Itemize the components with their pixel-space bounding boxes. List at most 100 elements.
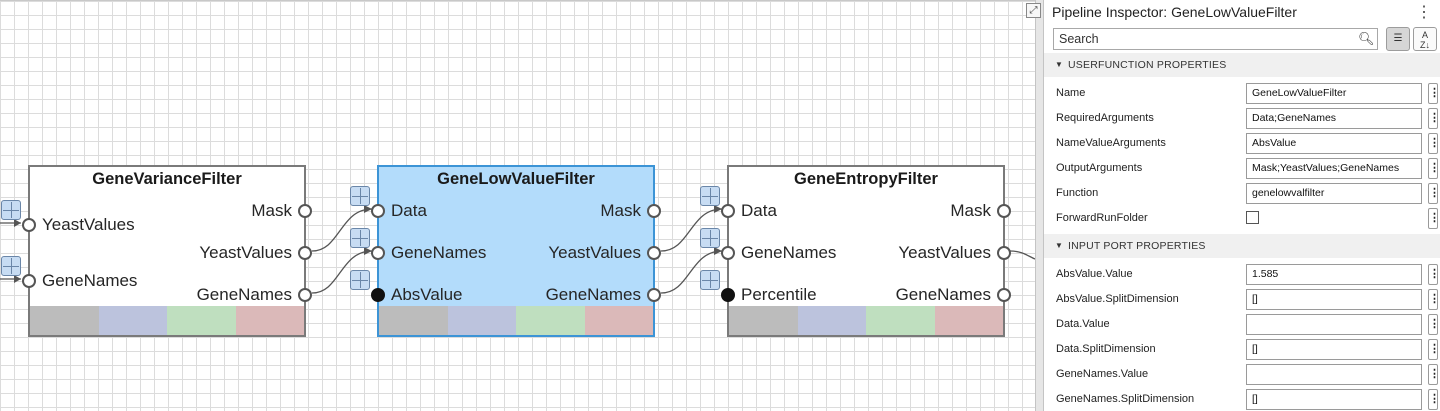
- property-options-icon[interactable]: ⋮: [1428, 364, 1440, 385]
- property-options-icon[interactable]: ⋮: [1428, 314, 1440, 335]
- output-port-genenames[interactable]: [997, 288, 1011, 302]
- property-value-field[interactable]: AbsValue: [1246, 133, 1422, 154]
- output-port-mask[interactable]: [298, 204, 312, 218]
- section-label: USERFUNCTION PROPERTIES: [1068, 59, 1227, 71]
- property-options-icon[interactable]: ⋮: [1428, 289, 1440, 310]
- pipeline-canvas[interactable]: GeneVarianceFilter YeastValues GeneNames…: [0, 0, 1035, 411]
- output-port-yeastvalues[interactable]: [298, 246, 312, 260]
- panel-splitter[interactable]: [1035, 0, 1044, 411]
- color-segment: [447, 306, 516, 335]
- property-value-field[interactable]: []: [1246, 339, 1422, 360]
- output-port-mask[interactable]: [997, 204, 1011, 218]
- property-value-field[interactable]: []: [1246, 389, 1422, 410]
- node-title: GeneVarianceFilter: [92, 170, 242, 188]
- property-options-icon[interactable]: ⋮: [1428, 158, 1440, 179]
- input-port-label: YeastValues: [42, 215, 135, 234]
- forwardrunfolder-checkbox[interactable]: [1246, 211, 1259, 224]
- property-value-field[interactable]: Mask;YeastValues;GeneNames: [1246, 158, 1422, 179]
- input-port-label: Data: [741, 201, 777, 220]
- property-options-icon[interactable]: ⋮: [1428, 108, 1440, 129]
- input-port-label: Percentile: [741, 285, 817, 304]
- property-value-field[interactable]: [1246, 314, 1422, 335]
- color-segment: [584, 306, 653, 335]
- property-options-icon[interactable]: ⋮: [1428, 183, 1440, 204]
- property-row-absvalue-splitdimension: AbsValue.SplitDimension [] ⋮: [1044, 287, 1440, 312]
- node-geneentropyfilter[interactable]: GeneEntropyFilter Data GeneNames Percent…: [700, 165, 1011, 337]
- property-options-icon[interactable]: ⋮: [1428, 83, 1440, 104]
- input-port-data[interactable]: [371, 204, 385, 218]
- color-segment: [866, 306, 935, 335]
- property-value-field[interactable]: []: [1246, 289, 1422, 310]
- collapse-triangle-icon[interactable]: ▼: [1055, 60, 1064, 69]
- categorized-view-icon[interactable]: ☰: [1386, 27, 1410, 51]
- table-grid-icon[interactable]: [350, 270, 370, 290]
- node-genelowvaluefilter[interactable]: GeneLowValueFilter Data GeneNames AbsVal…: [350, 165, 661, 337]
- output-port-yeastvalues[interactable]: [647, 246, 661, 260]
- output-port-label: YeastValues: [898, 243, 991, 262]
- output-port-genenames[interactable]: [298, 288, 312, 302]
- property-value-field[interactable]: genelowvalfilter: [1246, 183, 1422, 204]
- output-port-label: Mask: [251, 201, 292, 220]
- property-options-icon[interactable]: ⋮: [1428, 264, 1440, 285]
- section-userfunction-properties[interactable]: ▼ USERFUNCTION PROPERTIES: [1044, 53, 1440, 77]
- input-port-label: GeneNames: [42, 271, 138, 290]
- table-grid-icon[interactable]: [700, 228, 720, 248]
- table-grid-icon[interactable]: [1, 200, 21, 220]
- property-value-field[interactable]: Data;GeneNames: [1246, 108, 1422, 129]
- property-row-outputarguments: OutputArguments Mask;YeastValues;GeneNam…: [1044, 156, 1440, 181]
- property-row-genenames-splitdimension: GeneNames.SplitDimension [] ⋮: [1044, 387, 1440, 411]
- property-options-icon[interactable]: ⋮: [1428, 339, 1440, 360]
- output-port-mask[interactable]: [647, 204, 661, 218]
- property-label: OutputArguments: [1056, 162, 1143, 174]
- node-status-color-bar: [729, 306, 1003, 335]
- table-grid-icon[interactable]: [350, 228, 370, 248]
- property-label: RequiredArguments: [1056, 112, 1154, 124]
- input-port-genenames[interactable]: [22, 274, 36, 288]
- input-port-data[interactable]: [721, 204, 735, 218]
- search-input[interactable]: [1053, 28, 1378, 50]
- node-genevariancefilter[interactable]: GeneVarianceFilter YeastValues GeneNames…: [1, 165, 312, 337]
- property-label: AbsValue.SplitDimension: [1056, 293, 1179, 305]
- output-port-label: GeneNames: [196, 285, 292, 304]
- table-grid-icon[interactable]: [700, 186, 720, 206]
- output-port-genenames[interactable]: [647, 288, 661, 302]
- pipeline-inspector-panel: Pipeline Inspector: GeneLowValueFilter ⋮…: [1044, 0, 1440, 411]
- more-vertical-icon[interactable]: ⋮: [1416, 4, 1432, 21]
- property-options-icon[interactable]: ⋮: [1428, 133, 1440, 154]
- property-row-absvalue-value: AbsValue.Value 1.585 ⋮: [1044, 262, 1440, 287]
- expand-canvas-icon[interactable]: ⤢: [1026, 3, 1041, 18]
- inspector-title: Pipeline Inspector: GeneLowValueFilter: [1052, 4, 1297, 20]
- property-label: Data.Value: [1056, 318, 1110, 330]
- output-port-label: YeastValues: [199, 243, 292, 262]
- section-input-port-properties[interactable]: ▼ INPUT PORT PROPERTIES: [1044, 234, 1440, 258]
- input-port-genenames[interactable]: [721, 246, 735, 260]
- table-grid-icon[interactable]: [700, 270, 720, 290]
- property-value-field[interactable]: 1.585: [1246, 264, 1422, 285]
- property-row-namevaluearguments: NameValueArguments AbsValue ⋮: [1044, 131, 1440, 156]
- property-label: AbsValue.Value: [1056, 268, 1133, 280]
- node-title: GeneLowValueFilter: [437, 170, 595, 188]
- output-port-yeastvalues[interactable]: [997, 246, 1011, 260]
- color-segment: [30, 306, 99, 335]
- input-port-yeastvalues[interactable]: [22, 218, 36, 232]
- property-options-icon[interactable]: ⋮: [1428, 208, 1440, 229]
- input-port-absvalue[interactable]: [371, 288, 385, 302]
- output-port-label: Mask: [950, 201, 991, 220]
- collapse-triangle-icon[interactable]: ▼: [1055, 241, 1064, 250]
- color-segment: [235, 306, 304, 335]
- table-grid-icon[interactable]: [1, 256, 21, 276]
- input-port-label: GeneNames: [741, 243, 837, 262]
- input-port-label: AbsValue: [391, 285, 463, 304]
- color-segment: [797, 306, 866, 335]
- node-title: GeneEntropyFilter: [794, 170, 938, 188]
- property-options-icon[interactable]: ⋮: [1428, 389, 1440, 410]
- input-port-genenames[interactable]: [371, 246, 385, 260]
- input-port-label: Data: [391, 201, 427, 220]
- property-label: Name: [1056, 87, 1086, 99]
- table-grid-icon[interactable]: [350, 186, 370, 206]
- property-value-field[interactable]: GeneLowValueFilter: [1246, 83, 1422, 104]
- input-port-percentile[interactable]: [721, 288, 735, 302]
- node-status-color-bar: [379, 306, 653, 335]
- property-value-field[interactable]: [1246, 364, 1422, 385]
